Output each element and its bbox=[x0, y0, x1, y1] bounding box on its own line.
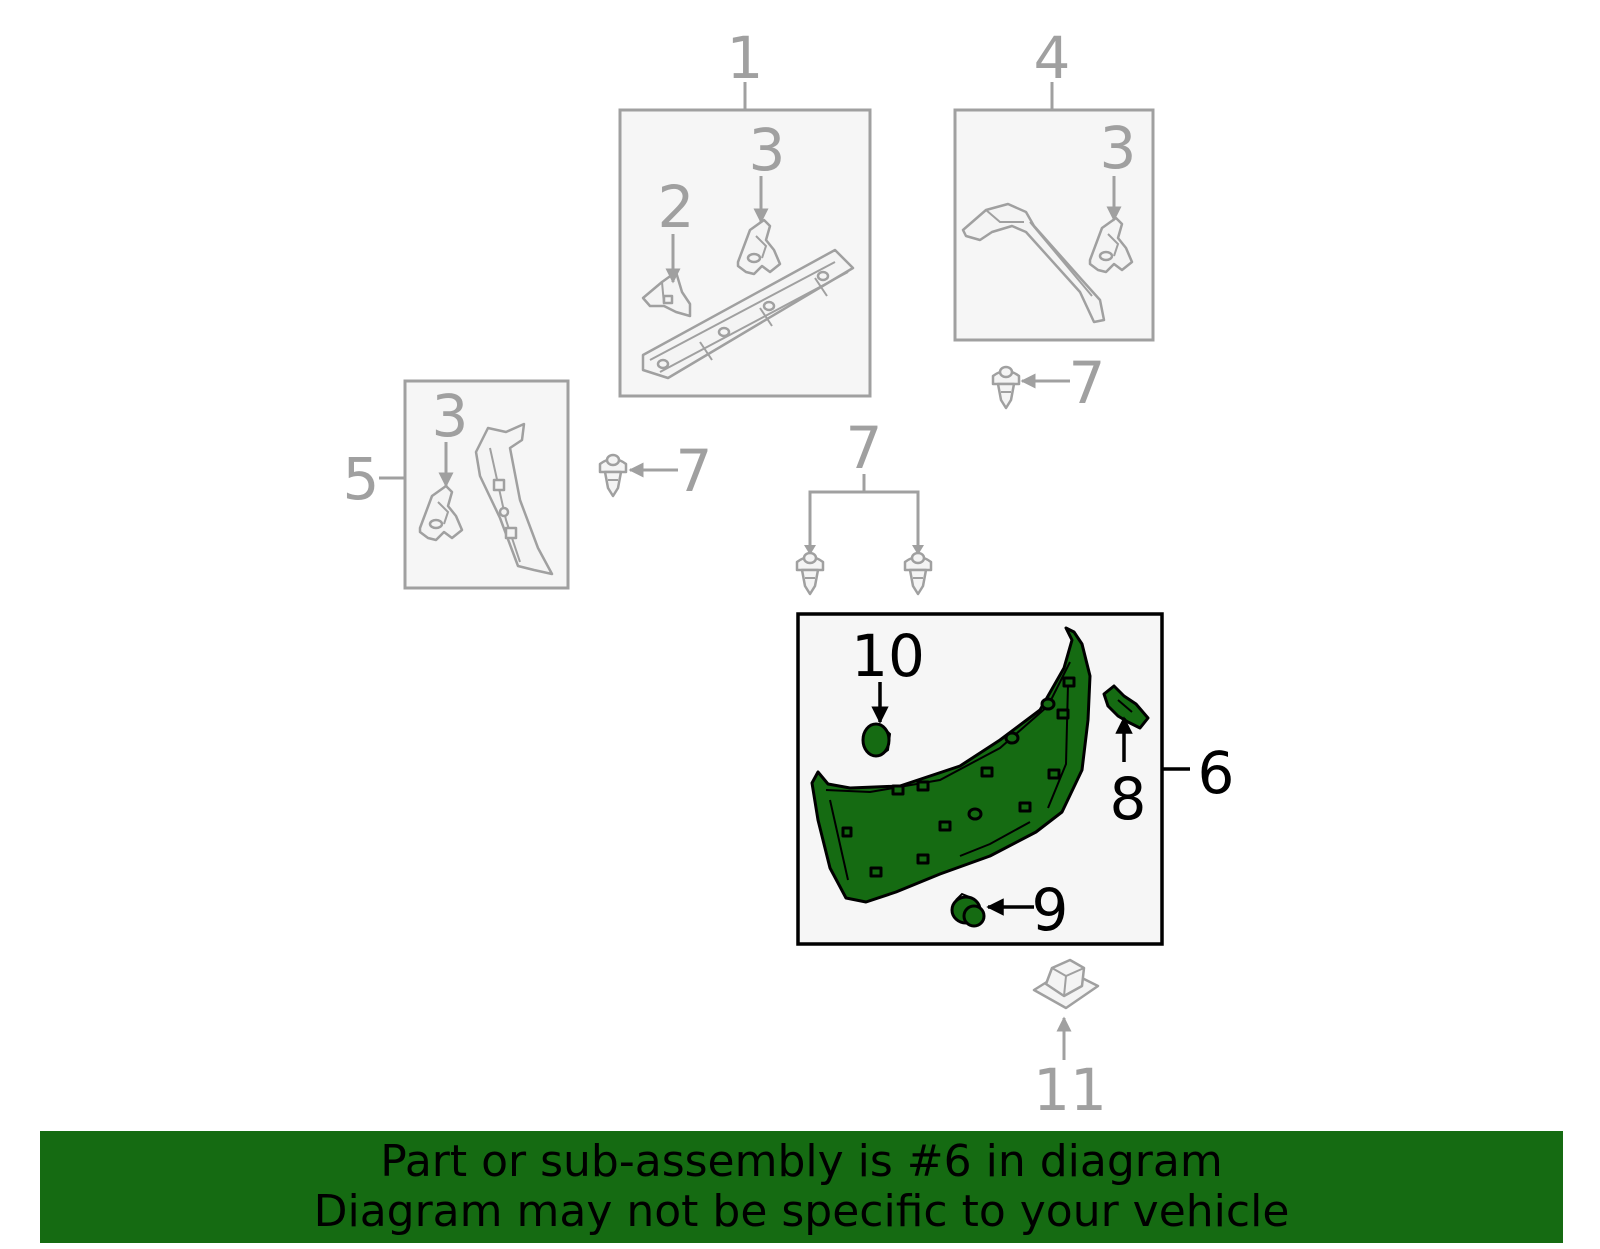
part-7-clip-b-right bbox=[903, 551, 933, 596]
part-7-clip-b-left bbox=[795, 551, 825, 596]
callout-1: 1 bbox=[727, 24, 764, 92]
callout-11: 11 bbox=[1033, 1056, 1107, 1124]
part-4-group[interactable]: 4 3 bbox=[953, 24, 1155, 342]
part-9-fastener bbox=[950, 892, 986, 928]
part-5-group[interactable]: 5 3 bbox=[343, 379, 570, 590]
banner-line-1: Part or sub-assembly is #6 in diagram bbox=[380, 1136, 1223, 1187]
callout-8: 8 bbox=[1110, 765, 1147, 833]
part-7-clip-c[interactable]: 7 bbox=[991, 349, 1106, 417]
part-11-pad bbox=[1032, 958, 1100, 1010]
part-7-arrowhead-right bbox=[912, 545, 924, 555]
callout-5: 5 bbox=[343, 445, 380, 513]
pillar-trim-part bbox=[474, 422, 554, 576]
part-11-group[interactable]: 11 bbox=[1032, 958, 1107, 1124]
part-7-clips-b[interactable]: 7 bbox=[795, 414, 933, 596]
part-7-clip-c-icon bbox=[991, 365, 1021, 410]
banner-line-2: Diagram may not be specific to your vehi… bbox=[313, 1186, 1290, 1237]
callout-3-c: 3 bbox=[432, 382, 469, 450]
part-7-clip-a[interactable]: 7 bbox=[598, 437, 713, 505]
callout-7-b: 7 bbox=[846, 414, 883, 482]
part-6-group[interactable]: 6 10 bbox=[796, 612, 1235, 946]
part-7-bracket-leader bbox=[808, 490, 920, 545]
callout-2: 2 bbox=[658, 173, 695, 241]
callout-9: 9 bbox=[1032, 876, 1069, 944]
info-banner: Part or sub-assembly is #6 in diagram Di… bbox=[40, 1131, 1563, 1243]
trim-bracket-part bbox=[961, 202, 1106, 324]
part-7-arrowhead-left bbox=[804, 545, 816, 555]
callout-7-a: 7 bbox=[676, 437, 713, 505]
callout-10: 10 bbox=[851, 622, 925, 690]
part-1-group[interactable]: 1 2 3 bbox=[618, 24, 872, 398]
callout-3-b: 3 bbox=[1100, 114, 1137, 182]
callout-4: 4 bbox=[1034, 24, 1071, 92]
liftgate-trim-panel-part bbox=[810, 626, 1092, 904]
callout-3-a: 3 bbox=[749, 116, 786, 184]
sill-plate-part bbox=[641, 248, 855, 380]
part-7-clip-a-icon bbox=[598, 453, 628, 498]
callout-6: 6 bbox=[1198, 739, 1235, 807]
part-8-clip bbox=[1102, 684, 1150, 730]
part-10-grommet bbox=[861, 722, 892, 758]
callout-7-c: 7 bbox=[1069, 349, 1106, 417]
